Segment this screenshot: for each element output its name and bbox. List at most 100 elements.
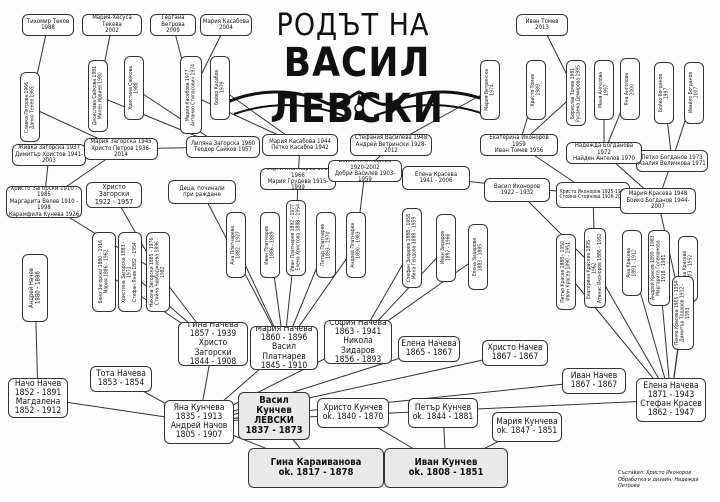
person-text: Екатерина Иконоров 1959 Иван Томев 1956 xyxy=(489,134,549,155)
person-box-zhivka-z: Живка Загорска 1937 Димитър Христов 1941… xyxy=(12,144,86,166)
person-box-slavka-p: Славка Петрова 1966 Данко Тенев 1965 xyxy=(20,72,40,142)
person-box-vasil-ik: Васил Иконоров 1922 - 1932 xyxy=(484,178,550,202)
credit-compiler: Съставил: Христо Иконоров xyxy=(618,470,692,476)
person-text: Начо Начев 1852 - 1891 Магдалена 1852 - … xyxy=(14,378,62,417)
person-box-ekaterina-kr: Екатерина Красева 1895 - 1962 Атанас Ико… xyxy=(584,228,606,308)
person-box-ekaterina-ik: Екатерина Иконоров 1959 Иван Томев 1956 xyxy=(480,134,558,156)
person-text: Бойко Богданов 1997 xyxy=(657,73,669,113)
person-box-hristo-z2: Христо Загорски 1910 - 1985 Маргарита Ве… xyxy=(6,186,82,218)
person-box-maria-kas3: Мария Касабова 1977 Антонио Стипасович 1… xyxy=(180,56,202,134)
person-text: Мария Касабова 1944 Петко Касабов 1942 xyxy=(269,137,331,151)
person-text: Иван Кунчев ok. 1808 - 1851 xyxy=(408,456,484,478)
person-box-hristina-s: Христина Сайкова 1988 xyxy=(124,56,144,120)
person-box-ivan-n: Иван Начев 1867 - 1867 xyxy=(562,368,626,394)
person-text: Никола Загорски 1885 - 1976 Стойна Чорба… xyxy=(148,237,166,307)
person-text: Христо Загорски 1910 - 1985 Маргарита Ве… xyxy=(8,186,80,218)
person-text: Петко Богданов 1973 Азалия Величкова 197… xyxy=(638,153,706,167)
person-text: Андрей Платнарев 1890 - 1983 xyxy=(349,222,361,268)
person-text: Елена Зидарова 1883 - 1885 xyxy=(471,237,483,277)
person-text: Бойка Платнарева 1920-2002 Добри Василев… xyxy=(334,160,396,182)
person-text: Иван Зидаров 1892 - 1966 xyxy=(439,231,451,265)
person-text: Христо Кунчев ok. 1840 - 1870 xyxy=(322,402,384,422)
person-box-lilyana-z: Лиляна Загорска 1960 Теодор Сайков 1957 xyxy=(186,136,260,158)
person-box-hristina-z: Христина Загорска 1883 - 1971 Стефан Яне… xyxy=(118,232,142,312)
person-box-hristo-z: Христо Загорски 1922 - 1957 xyxy=(86,182,142,208)
person-box-maria-kr: Мария Красева 1948 Бойко Богданов 1944-2… xyxy=(620,188,696,214)
person-text: Стефания Василева 1948 Андрей Ветрински … xyxy=(354,134,428,155)
person-box-elena-n2: Елена Начева 1871 - 1943 Стефан Красев 1… xyxy=(636,378,706,422)
credit-design: Обработка и дизайн: Надежда Петрова xyxy=(618,476,699,490)
person-text: Пенка Красева 1905 - 1954 Димитър Тодоро… xyxy=(673,280,691,346)
person-box-hristo-t: Христо Томев 1989 xyxy=(526,60,546,120)
person-box-elena-z: Елена Зидарова 1883 - 1885 xyxy=(468,224,488,290)
person-text: Мария Ветринска 1974 xyxy=(483,69,495,111)
person-box-hristo-n: Христо Начев 1867 - 1867 xyxy=(482,340,548,366)
person-box-andrey-n: Андрей Начев 1880 - 1886 xyxy=(22,254,48,322)
person-text: Тота Начева 1853 - 1854 xyxy=(96,368,146,388)
person-box-boris-t: Борислав Томев 1981 Русанка Демирова 198… xyxy=(566,60,586,126)
person-box-desislava-s: Десислава Сайкова 1981 Милен Ирвиев 1980 xyxy=(88,60,108,132)
person-text: Десислава Сайкова 1981 Милен Ирвиев 1980 xyxy=(91,66,103,126)
person-text: Васил Кунчев ЛЕВСКИ 1837 - 1873 xyxy=(245,394,303,437)
person-text: Гина Караиванова ok. 1817 - 1878 xyxy=(270,456,362,478)
person-box-ivan-t: Иван Томев 2013 xyxy=(516,14,568,36)
person-text: Лиляна Загорска 1960 Теодор Сайков 1957 xyxy=(190,139,256,153)
person-text: Андрей Красев 1899 - 1983 Маргарита Голе… xyxy=(649,235,667,301)
person-text: Бено Загорски 1880 - 1916 Мария 1886 - 1… xyxy=(97,240,109,304)
person-text: Петър Красев 1888 - 1950 Иван Красев 189… xyxy=(559,241,571,303)
person-text: Тихомир Теков 1988 xyxy=(26,17,70,31)
person-box-ivan-p: Иван Платнарев 1886 - 1889 xyxy=(260,212,280,278)
person-text: Славка Петрова 1966 Данко Тенев 1965 xyxy=(23,81,35,133)
person-box-gina: Гина Караиванова ok. 1817 - 1878 xyxy=(248,448,384,488)
person-box-elena-n1: Елена Начева 1865 - 1867 xyxy=(398,336,460,362)
person-text: Борислав Томев 1981 Русанка Демирова 198… xyxy=(569,64,581,122)
person-text: Мария Красева 1948 Бойко Богданов 1944-2… xyxy=(626,190,690,211)
person-text: Иван Томев 2013 xyxy=(525,17,559,31)
person-box-maria-n: Мария Начева 1860 - 1896 Васил Платнарев… xyxy=(250,326,318,370)
person-text: Мария Загорска 1945 Христо Петров 1936-2… xyxy=(90,138,152,159)
person-text: Христо Иконоров 1925-1993 Стойна Стойнов… xyxy=(559,188,627,200)
person-box-ivan-p2: Иван Платнарев 1892 - 1977 Елена Христов… xyxy=(286,200,306,276)
person-box-yana-a: Яна Ангелова 2000 xyxy=(620,58,640,120)
person-box-andrey-kr: Андрей Красев 1899 - 1983 Маргарита Голе… xyxy=(648,230,670,306)
person-box-petar-kr: Петър Красев 1888 - 1950 Иван Красев 189… xyxy=(556,234,576,310)
person-box-ivan-kunchev: Иван Кунчев ok. 1808 - 1851 xyxy=(384,448,508,488)
person-box-maria-kas: Мария Касабова 1944 Петко Касабов 1942 xyxy=(262,134,338,156)
person-box-boyko-k: Бойко Касабов 1979 xyxy=(210,56,230,120)
person-text: Деца, починали при раждане xyxy=(179,184,225,198)
person-box-georgi-p: Георги Платнарев 1918-1966 Мария Грудева… xyxy=(260,168,336,190)
person-box-hristo-k: Христо Кунчев ok. 1840 - 1870 xyxy=(317,398,389,428)
person-box-tihomir: Тихомир Теков 1988 xyxy=(22,14,74,36)
person-text: Андрей Начев 1880 - 1886 xyxy=(27,268,41,308)
person-box-maria-v: Мария Ветринска 1974 xyxy=(480,60,500,120)
person-text: Христина Сайкова 1988 xyxy=(127,66,139,110)
person-box-stefan-z: Стефан Зидаров 1888 - 1958 Мина Гендова … xyxy=(402,208,422,288)
person-box-ana-p: Ана Платнарева 1882 - 1927 xyxy=(226,212,246,278)
person-text: Гина Начева 1857 - 1939 Христо Загорски … xyxy=(187,322,239,366)
person-text: Христо Загорски 1922 - 1957 xyxy=(94,182,134,206)
person-text: Ивайло Богданов 2007 xyxy=(687,72,699,114)
person-text: Христина Загорска 1883 - 1971 Стефан Яне… xyxy=(120,241,138,303)
person-text: Мария Начева 1860 - 1896 Васил Платнарев… xyxy=(255,326,313,370)
person-box-elena-kr: Елена Красева 1941 - 2006 xyxy=(402,166,470,190)
person-box-mania-a: Маня Ангелова 1997 xyxy=(594,60,614,120)
person-box-boyko-b: Бойко Богданов 1997 xyxy=(654,62,674,124)
person-box-gina-n: Гина Начева 1857 - 1939 Христо Загорски … xyxy=(178,322,248,366)
person-text: Елена Начева 1871 - 1943 Стефан Красев 1… xyxy=(640,380,702,419)
person-text: Бойко Касабов 1979 xyxy=(213,70,225,106)
person-box-petko-b: Петко Богданов 1973 Азалия Величкова 197… xyxy=(636,150,708,172)
person-text: Елена Начева 1865 - 1867 xyxy=(401,338,457,358)
person-text: Екатерина Красева 1895 - 1962 Атанас Ико… xyxy=(585,233,603,303)
person-box-ivaylo-b: Ивайло Богданов 2007 xyxy=(684,62,704,124)
person-box-hristo-ik: Христо Иконоров 1925-1993 Стойна Стойнов… xyxy=(556,182,630,208)
person-box-stefania-v: Стефания Василева 1948 Андрей Ветрински … xyxy=(350,134,432,156)
person-box-petar-p: Петър Платнарев 1893 - 1970 xyxy=(316,212,336,278)
person-box-maria-kas2: Мария Касабова 2004 xyxy=(200,14,252,36)
person-text: Петър Платнарев 1893 - 1970 xyxy=(319,224,331,266)
person-text: София Начева 1863 - 1941 Никола Зидаров … xyxy=(329,320,387,364)
person-box-boyka-p: Бойка Платнарева 1920-2002 Добри Василев… xyxy=(328,160,402,182)
person-box-petar-k: Петър Кунчев ok. 1844 - 1881 xyxy=(408,398,478,428)
person-text: Васил Иконоров 1922 - 1932 xyxy=(494,182,540,196)
title-line1: РОДЪТ НА xyxy=(276,8,430,43)
